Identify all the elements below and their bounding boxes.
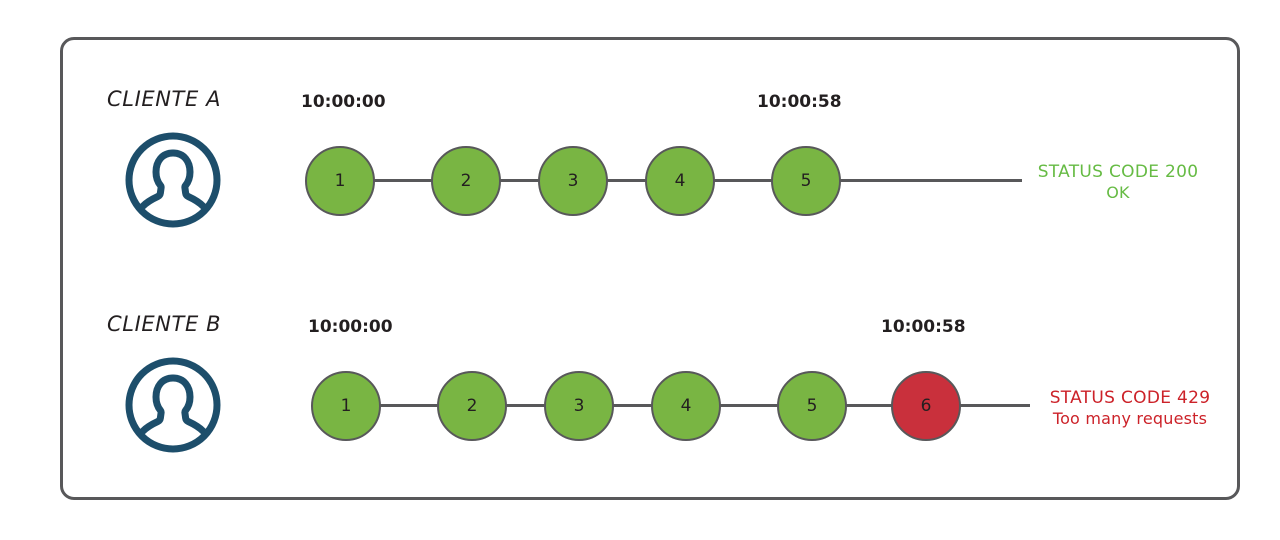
end-timestamp-a: 10:00:58 xyxy=(757,92,842,112)
request-node-label: 4 xyxy=(674,171,686,191)
status-code-line-b: STATUS CODE 429 xyxy=(1049,388,1211,408)
request-node-a-5[interactable]: 5 xyxy=(771,146,841,216)
start-timestamp-a: 10:00:00 xyxy=(301,92,386,112)
link-a-1-2 xyxy=(365,179,435,182)
user-avatar-icon-b xyxy=(123,355,223,459)
request-node-a-4[interactable]: 4 xyxy=(645,146,715,216)
request-node-label: 5 xyxy=(800,171,812,191)
request-node-label: 4 xyxy=(680,396,692,416)
request-node-b-3[interactable]: 3 xyxy=(544,371,614,441)
diagram-frame: CLIENTE A 10:00:00 10:00:58 1 2 xyxy=(60,37,1240,500)
link-a-4-5 xyxy=(705,179,775,182)
client-label-a: CLIENTE A xyxy=(107,87,222,111)
link-a-3-4 xyxy=(598,179,650,182)
link-b-3-4 xyxy=(604,404,656,407)
request-node-label: 2 xyxy=(466,396,478,416)
client-label-b: CLIENTE B xyxy=(107,312,222,336)
end-timestamp-b: 10:00:58 xyxy=(881,317,966,337)
request-node-b-4[interactable]: 4 xyxy=(651,371,721,441)
request-node-label: 2 xyxy=(460,171,472,191)
link-b-5-6 xyxy=(844,404,902,407)
client-row-cliente-b: CLIENTE B 10:00:00 10:00:58 1 xyxy=(63,40,1237,497)
request-node-a-3[interactable]: 3 xyxy=(538,146,608,216)
status-message-a: STATUS CODE 200 OK xyxy=(1018,162,1218,203)
request-node-a-2[interactable]: 2 xyxy=(431,146,501,216)
link-b-6-status xyxy=(958,404,1030,407)
request-node-label: 1 xyxy=(340,396,352,416)
status-text-line-a: OK xyxy=(1106,183,1130,203)
request-node-b-1[interactable]: 1 xyxy=(311,371,381,441)
request-node-b-6[interactable]: 6 xyxy=(891,371,961,441)
request-node-b-2[interactable]: 2 xyxy=(437,371,507,441)
status-message-b: STATUS CODE 429 Too many requests xyxy=(1025,388,1235,429)
status-text-line-b: Too many requests xyxy=(1052,409,1208,429)
link-b-2-3 xyxy=(497,404,549,407)
start-timestamp-b: 10:00:00 xyxy=(308,317,393,337)
request-node-b-5[interactable]: 5 xyxy=(777,371,847,441)
link-b-1-2 xyxy=(371,404,441,407)
request-node-label: 5 xyxy=(806,396,818,416)
link-a-2-3 xyxy=(491,179,543,182)
request-node-label: 1 xyxy=(334,171,346,191)
status-code-line-a: STATUS CODE 200 xyxy=(1037,162,1199,182)
link-b-4-5 xyxy=(711,404,781,407)
user-avatar-icon-a xyxy=(123,130,223,234)
request-node-label: 3 xyxy=(567,171,579,191)
request-node-label: 3 xyxy=(573,396,585,416)
client-row-cliente-a: CLIENTE A 10:00:00 10:00:58 1 2 xyxy=(63,40,1237,497)
request-node-a-1[interactable]: 1 xyxy=(305,146,375,216)
request-node-label: 6 xyxy=(920,396,932,416)
link-a-5-status xyxy=(838,179,1022,182)
